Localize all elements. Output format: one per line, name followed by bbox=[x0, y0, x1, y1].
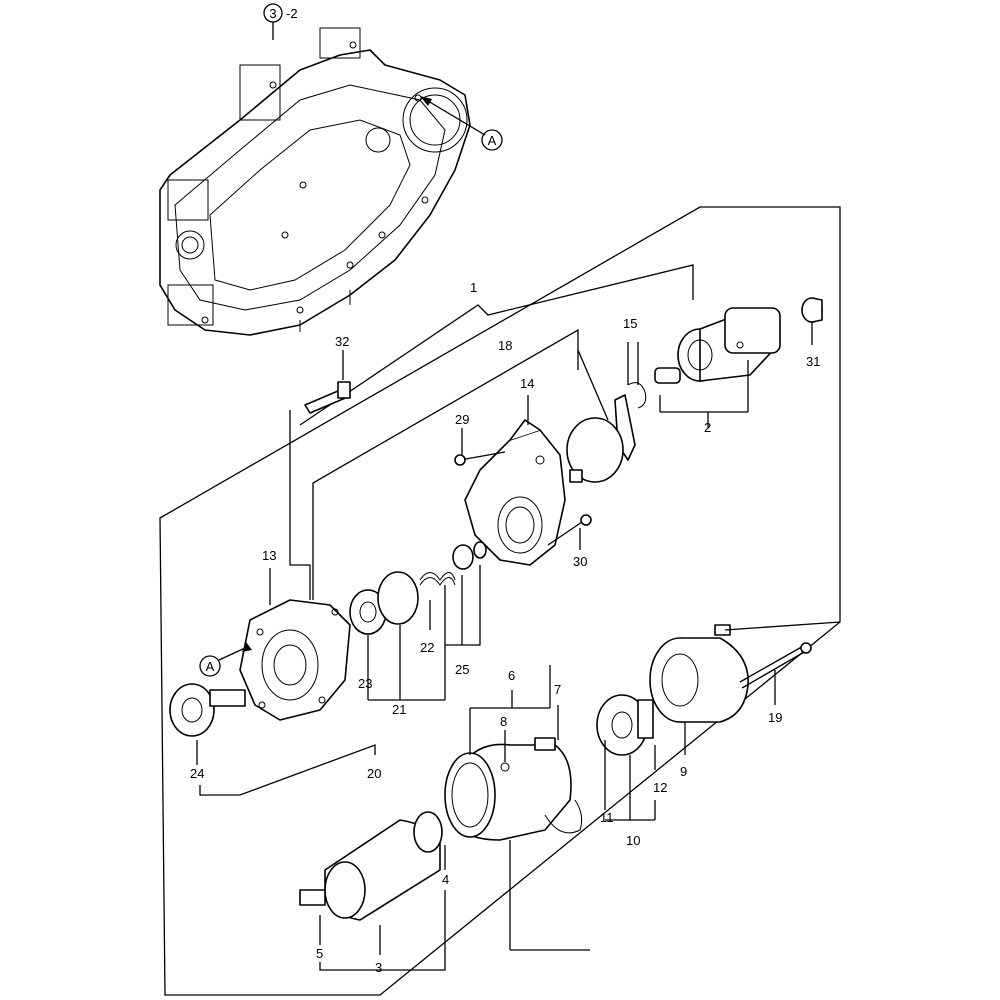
rear-cover bbox=[649, 637, 749, 755]
flywheel-housing bbox=[159, 27, 471, 336]
clutch bbox=[349, 571, 446, 701]
callout-4: 4 bbox=[442, 872, 449, 887]
callout-12: 12 bbox=[653, 780, 667, 795]
callout-18: 18 bbox=[498, 338, 512, 353]
callout-22: 22 bbox=[420, 640, 434, 655]
brush-holder bbox=[596, 694, 656, 821]
ref-marker-a-top: A bbox=[488, 133, 497, 148]
leader-1 bbox=[299, 264, 694, 426]
callout-20: 20 bbox=[367, 766, 381, 781]
header-reference: 3 -2 bbox=[263, 3, 298, 40]
yoke bbox=[444, 665, 590, 951]
ref-marker-top: A bbox=[420, 96, 503, 151]
ref-marker-a-bottom: A bbox=[206, 659, 215, 674]
callout-8: 8 bbox=[500, 714, 507, 729]
callout-10: 10 bbox=[626, 833, 640, 848]
callout-24: 24 bbox=[190, 766, 204, 781]
callout-13: 13 bbox=[262, 548, 276, 563]
callout-19: 19 bbox=[768, 710, 782, 725]
callout-32: 32 bbox=[335, 334, 349, 349]
through-bolt-19 bbox=[714, 621, 841, 705]
callout-30: 30 bbox=[573, 554, 587, 569]
spring-22 bbox=[419, 541, 487, 646]
callout-23: 23 bbox=[358, 676, 372, 691]
pinion-24 bbox=[169, 683, 376, 796]
bolt-29 bbox=[454, 428, 506, 466]
bolt-30 bbox=[547, 514, 592, 550]
armature bbox=[299, 811, 446, 971]
callout-7: 7 bbox=[554, 682, 561, 697]
callout-31: 31 bbox=[806, 354, 820, 369]
callout-29: 29 bbox=[455, 412, 469, 427]
callout-6: 6 bbox=[508, 668, 515, 683]
callout-2: 2 bbox=[704, 420, 711, 435]
callout-labels: 1 2 3 4 5 6 7 8 9 10 11 12 13 14 15 18 1… bbox=[190, 280, 820, 975]
callout-5: 5 bbox=[316, 946, 323, 961]
front-bracket bbox=[239, 568, 351, 721]
callout-9: 9 bbox=[680, 764, 687, 779]
callout-21: 21 bbox=[392, 702, 406, 717]
header-ref-number: 3 bbox=[269, 6, 276, 21]
header-ref-suffix: -2 bbox=[286, 6, 298, 21]
callout-11: 11 bbox=[600, 810, 614, 825]
callout-14: 14 bbox=[520, 376, 534, 391]
callout-25: 25 bbox=[455, 662, 469, 677]
cap-31 bbox=[801, 297, 823, 345]
ring-part bbox=[566, 417, 624, 483]
ref-marker-bottom: A bbox=[199, 642, 252, 677]
bolt-32 bbox=[289, 350, 351, 600]
solenoid bbox=[654, 307, 781, 428]
drive-housing bbox=[464, 395, 566, 566]
callout-1: 1 bbox=[470, 280, 477, 295]
callout-3: 3 bbox=[375, 960, 382, 975]
callout-15: 15 bbox=[623, 316, 637, 331]
